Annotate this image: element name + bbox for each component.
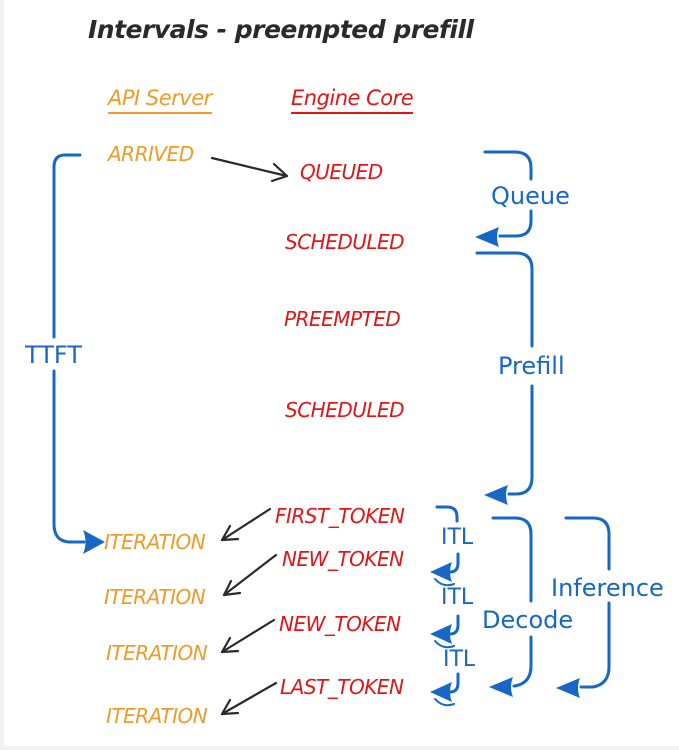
queue-arrowhead-icon <box>475 227 499 247</box>
interval-itl-label-1: ITL <box>441 525 474 550</box>
event-iteration-1: ITERATION <box>104 530 206 554</box>
prefill-arrowhead-icon <box>484 485 508 505</box>
event-new-token-1: NEW_TOKEN <box>282 547 404 571</box>
event-preempted: PREEMPTED <box>284 307 401 331</box>
prefill-bracket <box>475 251 534 505</box>
inference-arrowhead-icon <box>556 678 580 698</box>
event-scheduled-2: SCHEDULED <box>285 398 405 422</box>
interval-itl-label-2: ITL <box>441 585 474 610</box>
interval-queue-label: Queue <box>491 182 570 210</box>
event-queued: QUEUED <box>300 160 383 184</box>
arrived-to-queued-arrow <box>210 156 289 183</box>
new-token1-to-iteration-arrow <box>222 553 278 597</box>
first-token-to-iteration-arrow <box>220 507 272 542</box>
ttft-bracket <box>52 153 105 554</box>
last-token-to-iteration-arrow <box>220 681 278 716</box>
event-last-token: LAST_TOKEN <box>280 675 404 699</box>
itl-return-arrow-2 <box>430 614 460 649</box>
itl-return-arrow-1 <box>430 552 460 587</box>
interval-inference-label: Inference <box>551 574 664 602</box>
itl-arrowhead-icon <box>430 562 452 582</box>
column-header-api-server: API Server <box>108 88 212 114</box>
diagram-canvas: Intervals - preempted prefill API Server… <box>4 0 679 746</box>
event-first-token: FIRST_TOKEN <box>275 504 405 528</box>
interval-itl-label-3: ITL <box>443 647 476 672</box>
decode-arrowhead-icon <box>489 677 513 697</box>
event-scheduled-1: SCHEDULED <box>285 230 405 254</box>
event-iteration-3: ITERATION <box>106 641 208 665</box>
interval-ttft-label: TTFT <box>25 341 82 369</box>
ttft-arrowhead-icon <box>83 530 105 554</box>
event-arrived: ARRIVED <box>108 142 194 166</box>
itl-bracket-start <box>435 505 459 523</box>
event-iteration-4: ITERATION <box>106 704 208 728</box>
decode-bracket <box>489 516 533 697</box>
event-new-token-2: NEW_TOKEN <box>279 612 401 636</box>
itl-arrowhead-icon <box>430 624 452 644</box>
diagram-strokes-layer <box>52 150 611 716</box>
itl-return-arrow-3 <box>430 672 460 707</box>
queue-bracket <box>475 150 533 247</box>
column-header-engine-core: Engine Core <box>291 88 414 114</box>
diagram-title: Intervals - preempted prefill <box>88 15 474 44</box>
interval-prefill-label: Prefill <box>498 352 565 380</box>
itl-arrowhead-icon <box>430 682 452 702</box>
event-iteration-2: ITERATION <box>104 585 206 609</box>
interval-decode-label: Decode <box>482 606 574 634</box>
inference-bracket <box>556 516 611 698</box>
new-token2-to-iteration-arrow <box>220 618 276 654</box>
